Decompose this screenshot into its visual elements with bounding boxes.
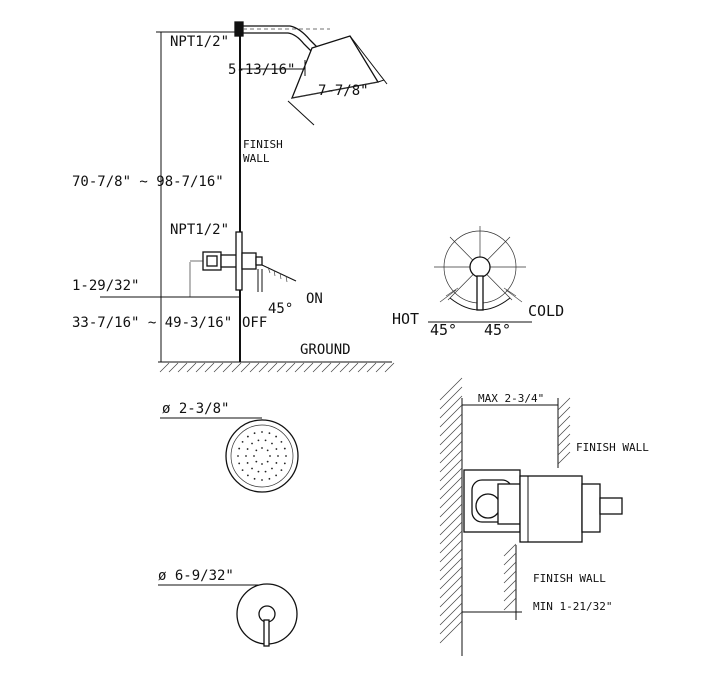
side-elevation-view: NPT1/2" 5-13/16" 7-7/8" FINISH WALL 70-7… [72,21,395,373]
npt-top-label: NPT1/2" [170,34,229,50]
valve-side [190,231,297,292]
finish-wall-top-label: FINISH WALL [576,441,649,454]
npt-valve-label: NPT1/2" [170,222,229,238]
finish-wall-label-line2: WALL [243,152,270,165]
ground-label: GROUND [300,342,351,358]
handle-rotation-view: HOT COLD 45° 45° [392,226,564,339]
trim-diameter-label: ø 6-9/32" [158,568,234,584]
finish-wall-top-hatching [557,397,571,465]
arm-offset-label: 5-13/16" [228,62,295,78]
trim-front-view: ø 6-9/32" [158,568,298,647]
section-view: MAX 2-3/4" MIN 1-21/32" FINISH WALL FINI… [439,377,649,656]
ground-hatching [159,362,395,373]
cold-label: COLD [528,302,564,320]
hot-angle-label: 45° [430,321,457,339]
max-depth-label: MAX 2-3/4" [478,392,544,405]
hot-label: HOT [392,310,419,328]
valve-depth-label: 1-29/32" [72,278,139,294]
head-height-label: 70-7/8" ~ 98-7/16" [72,174,224,190]
valve-height-label: 33-7/16" ~ 49-3/16" [72,315,232,331]
head-size-label: 7-7/8" [318,83,369,99]
showerhead-side [287,35,388,126]
finish-wall-bottom-hatching [503,543,517,611]
showerhead-nozzles [237,431,287,481]
valve-section [463,469,623,543]
on-angle-label: 45° [268,301,293,317]
on-label: ON [306,291,323,307]
showerhead-front-view: ø 2-3/8" [160,401,299,493]
finish-wall-bottom-label: FINISH WALL [533,572,606,585]
rough-wall-hatching [439,377,463,644]
cold-angle-label: 45° [484,321,511,339]
min-depth-label: MIN 1-21/32" [533,600,612,613]
finish-wall-label-line1: FINISH [243,138,283,151]
showerhead-diameter-label: ø 2-3/8" [162,401,229,417]
off-label: OFF [242,315,267,331]
